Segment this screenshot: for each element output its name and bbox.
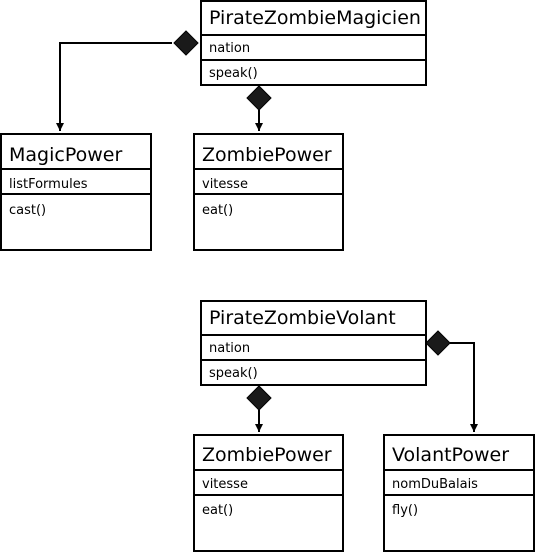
- composition-diamond-icon: [246, 85, 272, 111]
- class-separator: [2, 193, 150, 195]
- class-operation: cast(): [9, 203, 47, 218]
- class-zombie-power[interactable]: ZombiePower vitesse eat(): [193, 133, 344, 251]
- class-operation: eat(): [202, 503, 234, 518]
- class-separator: [202, 59, 425, 61]
- composition-pzm-zombiepower: [246, 85, 272, 131]
- class-attribute: vitesse: [202, 477, 248, 492]
- class-name: ZombiePower: [202, 144, 332, 166]
- class-separator: [195, 494, 342, 496]
- class-operation: fly(): [392, 503, 419, 518]
- composition-diamond-icon: [425, 330, 451, 356]
- class-volant-power[interactable]: VolantPower nomDuBalais fly(): [383, 434, 535, 552]
- class-separator: [385, 494, 533, 496]
- class-pirate-zombie-volant[interactable]: PirateZombieVolant nation speak(): [200, 300, 427, 386]
- composition-pzm-magicpower: [56, 30, 199, 131]
- class-operation: speak(): [209, 366, 258, 381]
- class-attribute: nation: [209, 341, 251, 356]
- class-name: PirateZombieMagicien: [209, 7, 421, 29]
- class-zombie-power[interactable]: ZombiePower vitesse eat(): [193, 434, 344, 552]
- class-name: MagicPower: [9, 144, 123, 166]
- class-attribute: vitesse: [202, 177, 248, 192]
- class-attribute: nation: [209, 41, 251, 56]
- class-attribute: listFormules: [9, 177, 88, 192]
- class-attribute: nomDuBalais: [392, 477, 478, 492]
- class-name: ZombiePower: [202, 444, 332, 466]
- class-separator: [202, 34, 425, 36]
- class-separator: [385, 469, 533, 471]
- composition-pzv-zombiepower: [246, 385, 272, 432]
- class-magic-power[interactable]: MagicPower listFormules cast(): [0, 133, 152, 251]
- class-operation: eat(): [202, 203, 234, 218]
- composition-diamond-icon: [246, 385, 272, 411]
- class-operation: speak(): [209, 66, 258, 81]
- class-separator: [2, 168, 150, 170]
- class-separator: [202, 359, 425, 361]
- class-pirate-zombie-magicien[interactable]: PirateZombieMagicien nation speak(): [200, 0, 427, 86]
- class-separator: [195, 168, 342, 170]
- class-separator: [202, 334, 425, 336]
- class-name: VolantPower: [392, 444, 510, 466]
- class-name: PirateZombieVolant: [209, 307, 396, 329]
- class-separator: [195, 469, 342, 471]
- composition-diamond-icon: [173, 30, 199, 56]
- composition-pzv-volantpower: [425, 330, 478, 432]
- class-separator: [195, 193, 342, 195]
